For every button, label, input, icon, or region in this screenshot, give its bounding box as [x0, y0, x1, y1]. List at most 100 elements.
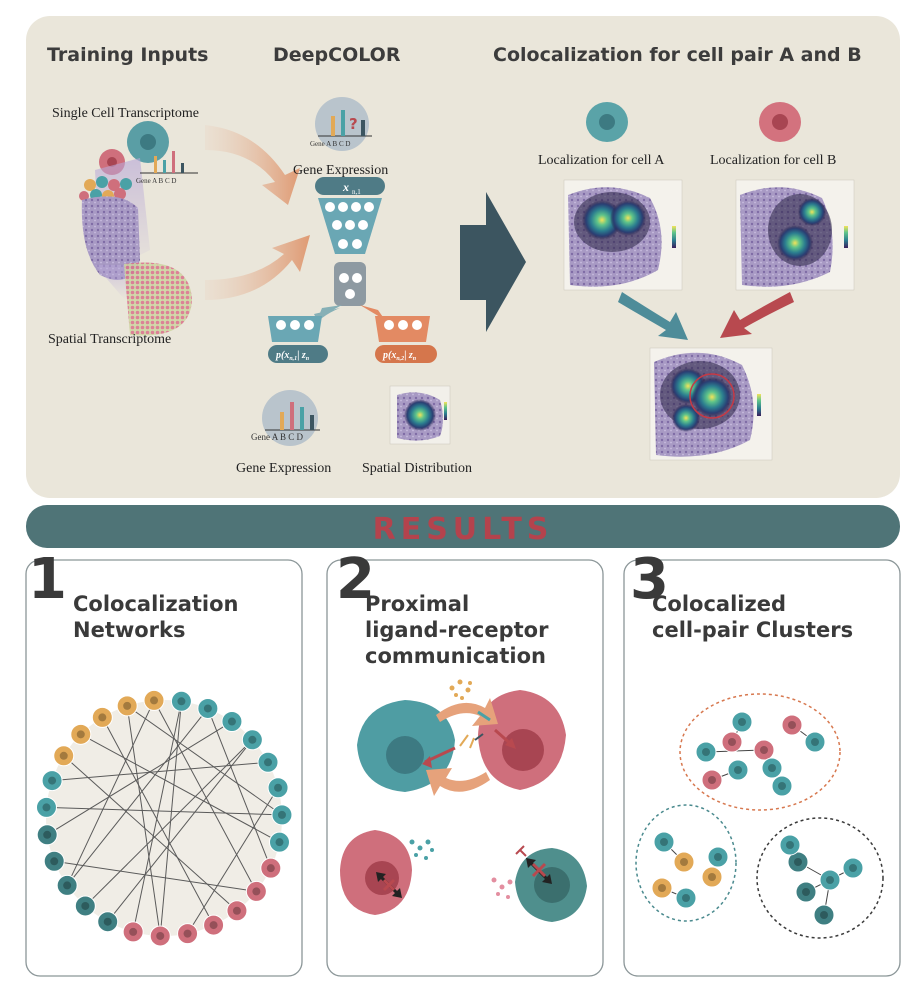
network-node-nucleus-19: [81, 901, 90, 910]
cluster-cell-16: [787, 851, 809, 873]
cluster-cell-nucleus-9: [768, 764, 776, 772]
cluster-cell-3: [753, 739, 775, 761]
cluster-cell-2: [695, 741, 717, 763]
network-node-nucleus-9: [277, 810, 286, 819]
svg-text:Gene A B C D: Gene A B C D: [251, 432, 304, 442]
localization-map-b: [735, 179, 855, 291]
network-node-15: [177, 923, 199, 945]
network-node-24: [41, 770, 63, 792]
network-node-6: [241, 729, 263, 751]
cluster-cell-nucleus-5: [708, 776, 716, 784]
svg-text:p(xn,2| zn: p(xn,2| zn: [382, 350, 417, 362]
network-node-0: [91, 706, 113, 728]
gene-bar-chart-bottom: Gene A B C D: [251, 402, 320, 442]
network-edge-0: [101, 717, 215, 926]
cluster-cell-nucleus-11: [680, 858, 688, 866]
cluster-cell-nucleus-21: [786, 841, 794, 849]
network-edge-1: [126, 705, 283, 816]
sc-bar-chart: Gene A B C D: [136, 151, 198, 185]
big-arrow: [460, 192, 526, 332]
network-node-nucleus-11: [266, 864, 275, 873]
network-node-7: [257, 751, 279, 773]
network-node-nucleus-12: [252, 887, 261, 896]
ligand-receptor-illustration: [340, 679, 587, 922]
spatial-spot-array: [124, 262, 192, 336]
network-node-26: [70, 723, 92, 745]
spatial-label: Spatial Transcriptome: [48, 332, 171, 347]
panel-3-title-line2: cell-pair Clusters: [652, 618, 853, 642]
cluster-cell-nucleus-16: [794, 858, 802, 866]
panel-1-number: 1: [28, 547, 67, 612]
network-node-nucleus-13: [232, 906, 241, 915]
network-node-10: [268, 831, 290, 853]
network-node-nucleus-14: [209, 921, 218, 930]
network-edge-6: [84, 739, 253, 907]
network-node-17: [122, 921, 144, 943]
cluster-cell-nucleus-7: [788, 721, 796, 729]
cluster-cell-9: [761, 757, 783, 779]
exchange-arrow-bottom: [426, 768, 490, 796]
network-edge-4: [207, 708, 272, 869]
network-node-9: [271, 804, 293, 826]
svg-text:Gene A B C D: Gene A B C D: [310, 140, 350, 148]
x-input-node: [315, 177, 385, 195]
cluster-cell-15: [701, 866, 723, 888]
network-node-4: [197, 697, 219, 719]
network-edge-9: [80, 733, 280, 843]
network-node-nucleus-26: [76, 730, 85, 739]
network-edge-15: [126, 705, 161, 937]
exchange-arrow-top: [436, 698, 498, 726]
network-node-23: [35, 796, 57, 818]
cluster-cell-nucleus-15: [708, 873, 716, 881]
network-node-nucleus-17: [129, 927, 138, 936]
single-cell-label: Single Cell Transcriptome: [52, 106, 199, 121]
cluster-cell-17: [819, 869, 841, 891]
cluster-cell-nucleus-12: [658, 884, 666, 892]
network-node-20: [56, 874, 78, 896]
cluster-cell-nucleus-8: [778, 782, 786, 790]
cluster-cell-21: [779, 834, 801, 856]
cluster-cell-nucleus-3: [760, 746, 768, 754]
cluster-cell-nucleus-4: [734, 766, 742, 774]
network-node-nucleus-2: [150, 696, 159, 705]
cluster-cell-1: [721, 731, 743, 753]
results-banner-text: RESULTS: [373, 512, 554, 547]
cluster-cell-20: [813, 904, 835, 926]
network-node-3: [170, 690, 192, 712]
cluster-cell-13: [675, 887, 697, 909]
network-node-13: [226, 900, 248, 922]
network-node-25: [53, 745, 75, 767]
arrow-b-to-combined: [720, 292, 794, 338]
panel-2-title-line1: Proximal: [365, 592, 469, 616]
gene-bar-chart-top: ? Gene A B C D: [310, 110, 372, 148]
network-node-nucleus-21: [50, 857, 59, 866]
cluster-cell-nucleus-0: [738, 718, 746, 726]
spatial-distribution-label: Spatial Distribution: [362, 461, 472, 476]
spatial-distribution-map: [389, 385, 451, 445]
latent-box: [334, 262, 366, 306]
localization-a-label: Localization for cell A: [538, 153, 665, 168]
panel-1-title-line1: Colocalization: [73, 592, 239, 616]
cluster-cell-8: [771, 775, 793, 797]
p-left-node: [268, 345, 328, 363]
network-edge-13: [107, 739, 253, 923]
network-edge-10: [54, 860, 257, 892]
combined-localization-map: [649, 347, 773, 461]
cluster-cell-nucleus-19: [849, 864, 857, 872]
colocalized-clusters: [635, 693, 884, 939]
network-node-nucleus-5: [227, 717, 236, 726]
cluster-teal: [635, 804, 737, 922]
cluster-cell-18: [795, 881, 817, 903]
cluster-cell-4: [727, 759, 749, 781]
cluster-cell-nucleus-6: [811, 738, 819, 746]
network-node-nucleus-15: [183, 929, 192, 938]
network-node-nucleus-18: [103, 917, 112, 926]
svg-text:x: x: [342, 180, 349, 194]
network-edge-8: [187, 787, 279, 934]
deepcolor-heading: DeepCOLOR: [273, 44, 401, 66]
network-node-18: [97, 911, 119, 933]
network-node-22: [36, 824, 58, 846]
network-edge-5: [46, 721, 233, 836]
network-node-nucleus-10: [275, 838, 284, 847]
